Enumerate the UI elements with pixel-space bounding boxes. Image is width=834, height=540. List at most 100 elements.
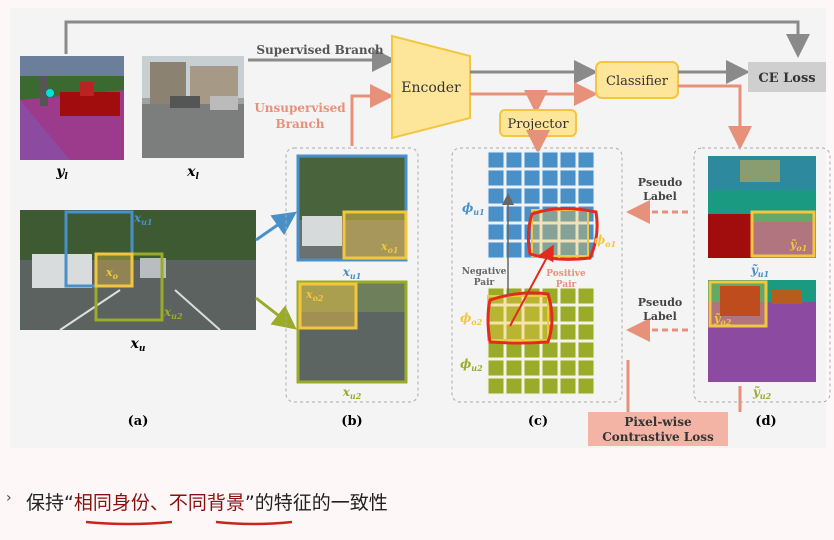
supervised-branch-label: Supervised Branch [256,43,384,57]
panel-d-label: (d) [755,414,776,429]
unsupervised-branch-line2: Branch [276,117,325,131]
grid-cell [523,187,541,205]
classifier-block [595,61,679,99]
pseudo-label-2-line1: Pseudo [638,296,683,309]
top-feedback-arrow [64,20,810,58]
overlap-box [94,252,134,288]
x-u1-label-a: xu1 [133,211,153,227]
arrow-to-u1 [255,211,297,242]
projector-label: Projector [507,117,569,132]
pixel-loss-box [588,412,728,446]
labeled-segmentation-map [20,56,124,160]
note-suffix: 的特征的一致性 [254,492,388,514]
negative-pair-line2: Pair [474,278,495,288]
crop-u1-image [296,154,408,262]
pixel-loss-line1: Pixel-wise [624,415,692,429]
grid-cell [487,223,505,241]
pseudo-label-1-line1: Pseudo [638,176,683,189]
panel-c-frame [451,147,623,403]
red-circle-o2 [486,291,554,345]
grid-cell [559,151,577,169]
red-underline-2 [215,520,293,526]
grid-cell [505,359,523,377]
panel-b-frame [285,147,419,403]
feature-grid-u2 [487,287,595,395]
grid-cell [559,169,577,187]
grid-cell [541,341,559,359]
positive-pair-arrow [509,244,554,327]
note-text: 保持“相同身份、不同背景”的特征的一致性 [26,488,388,515]
grid-cell [487,205,505,223]
grid-cell [559,377,577,395]
grid-cell [505,151,523,169]
panel-c-label: (c) [528,414,548,429]
grid-cell [487,187,505,205]
grid-cell [523,377,541,395]
grid-cell [487,359,505,377]
note-prefix: 保持 [26,492,65,514]
phi-u1-label: ϕu1 [462,201,485,217]
y-o1-label: ỹo1 [789,238,807,253]
feature-grid-u1 [487,151,595,259]
grid-cell [541,377,559,395]
grid-cell [577,377,595,395]
x-o2-label-b: xo2 [305,288,324,303]
grid-cell [505,223,523,241]
phi-o2-region [487,295,549,341]
y-l-label: yl [55,164,68,182]
y-u2-label: ỹu2 [752,385,772,401]
classifier-label: Classifier [606,74,669,89]
grid-cell [559,287,577,305]
positive-pair-line1: Positive [546,269,586,279]
grid-cell [577,187,595,205]
grid-cell [505,169,523,187]
grid-cell [505,241,523,259]
grid-cell [577,323,595,341]
phi-u2-label: ϕu2 [460,357,483,373]
x-l-label: xl [186,164,199,182]
grid-cell [523,359,541,377]
grid-cell [559,341,577,359]
grid-cell [577,169,595,187]
grid-cell [487,241,505,259]
panel-d-frame [693,147,831,403]
method-diagram: yl xl xo xu1 xu2 xu (a) xo1 xu1 [20,20,831,446]
grid-cell [487,151,505,169]
pseudo-label-2-line2: Label [643,310,677,323]
grid-cell [487,341,505,359]
encoder-label: Encoder [401,80,461,96]
y-u1-label: ỹu1 [750,263,769,279]
classifier-to-pseudo [678,84,752,150]
pixel-loss-line2: Contrastive Loss [602,430,714,444]
encoder-block [391,34,471,140]
grid-cell [577,341,595,359]
grid-cell [541,169,559,187]
note-bullet: › [6,490,12,506]
pseudo-label-1-line2: Label [643,190,677,203]
grid-cell [559,305,577,323]
note-quote-close: ” [244,492,255,514]
grid-cell [559,223,577,241]
x-u2-label-a: xu2 [163,305,183,321]
grid-cell [559,323,577,341]
grid-cell [541,187,559,205]
grid-cell [487,169,505,187]
grid-cell [577,359,595,377]
x-u1-label-b: xu1 [342,265,362,281]
phi-o2-label: ϕo2 [460,311,483,327]
ce-loss-box [748,62,826,92]
ce-loss-label: CE Loss [758,71,815,86]
phi-o1-label: ϕo1 [594,233,616,249]
grid-cell [577,287,595,305]
pseudo-label-map-u2 [708,280,816,382]
grid-cell [577,305,595,323]
phi-o1-region [531,209,589,257]
unsupervised-branch-line1: Unsupervised [254,101,346,115]
panel-b-label: (b) [341,414,362,429]
grid-cell [523,151,541,169]
panel-a-label: (a) [128,414,149,429]
grid-cell [541,223,559,241]
x-o1-label-b: xo1 [380,240,398,255]
grid-cell [523,305,541,323]
positive-pair-line2: Pair [556,280,577,290]
